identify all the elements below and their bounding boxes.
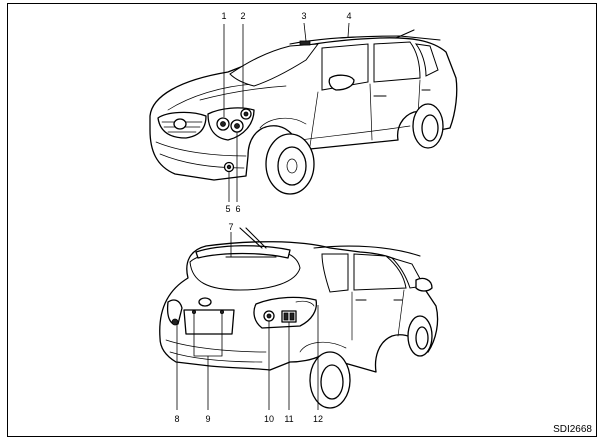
figure-reference-code: SDI2668 (553, 424, 592, 435)
callout-6: 6 (235, 204, 240, 214)
front-callout-leaders (223, 22, 350, 202)
callout-12: 12 (313, 414, 323, 424)
callout-10: 10 (264, 414, 274, 424)
callout-5: 5 (225, 204, 230, 214)
rear-callout-leaders (176, 232, 319, 410)
callout-2: 2 (240, 11, 245, 21)
callout-11: 11 (284, 414, 293, 424)
callout-8: 8 (174, 414, 179, 424)
callout-9: 9 (205, 414, 210, 424)
rear-callout-labels: 7 8 9 10 11 12 (174, 222, 323, 424)
front-view-vehicle (149, 29, 458, 195)
callout-4: 4 (346, 11, 351, 21)
diagram-frame (7, 3, 597, 437)
rear-view-vehicle (159, 227, 439, 409)
callout-1: 1 (221, 11, 226, 21)
callout-7: 7 (228, 222, 233, 232)
callout-3: 3 (301, 11, 306, 21)
front-callout-labels: 1 2 3 4 5 6 (221, 11, 351, 214)
